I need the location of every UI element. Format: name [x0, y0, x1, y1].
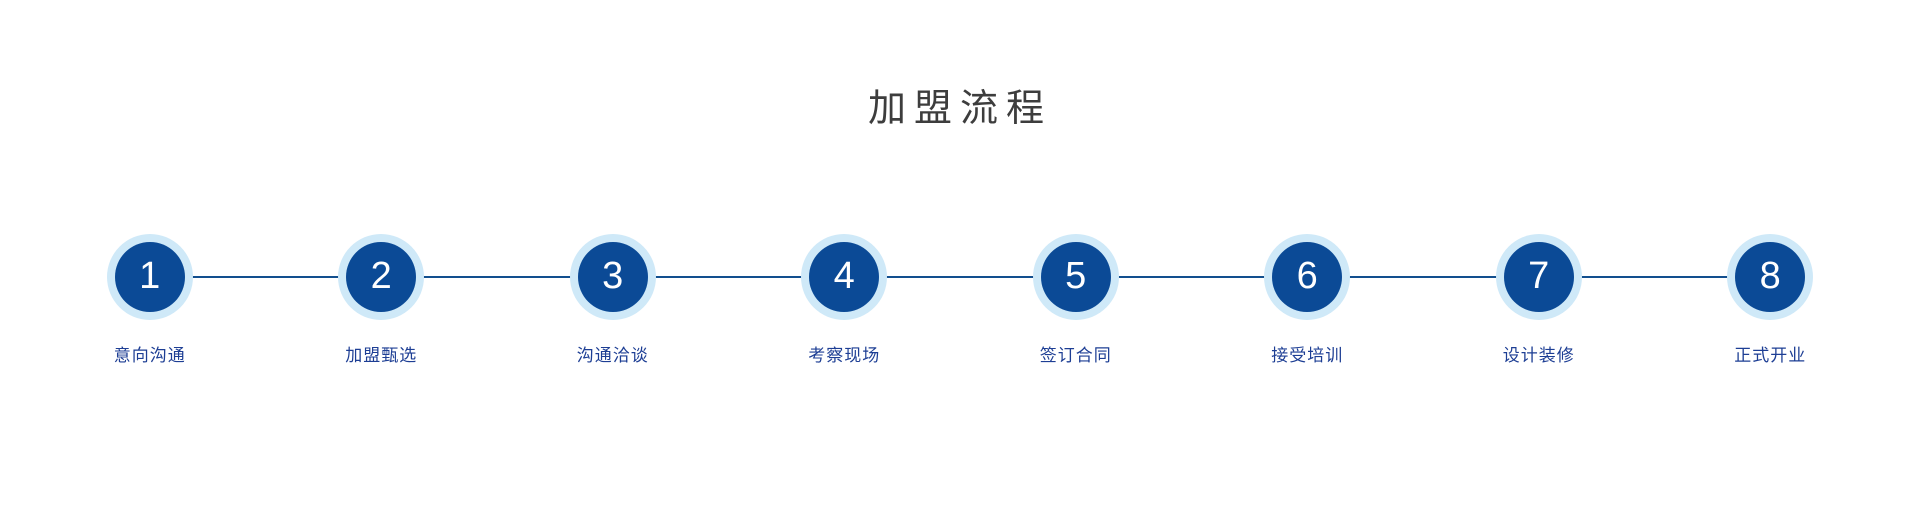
step-circle: 1: [114, 241, 185, 312]
process-step-3: 3 沟通洽谈: [497, 233, 729, 366]
step-label: 正式开业: [1734, 345, 1807, 365]
step-label: 接受培训: [1271, 345, 1344, 365]
process-step-1: 1 意向沟通: [34, 233, 266, 366]
step-number: 8: [1759, 254, 1781, 297]
step-circle-halo: 8: [1727, 233, 1814, 320]
step-label: 沟通洽谈: [576, 345, 649, 365]
step-circle: 4: [809, 241, 880, 312]
step-number: 1: [139, 254, 161, 297]
step-circle-halo: 7: [1495, 233, 1582, 320]
step-number: 5: [1065, 254, 1087, 297]
step-circle: 3: [577, 241, 648, 312]
step-label: 加盟甄选: [345, 345, 418, 365]
process-step-6: 6 接受培训: [1192, 233, 1424, 366]
step-label: 意向沟通: [113, 345, 186, 365]
step-number: 7: [1528, 254, 1550, 297]
step-circle-halo: 6: [1264, 233, 1351, 320]
step-circle: 6: [1272, 241, 1343, 312]
step-label: 考察现场: [808, 345, 881, 365]
step-circle: 8: [1735, 241, 1806, 312]
step-number: 2: [370, 254, 392, 297]
step-label: 设计装修: [1502, 345, 1575, 365]
step-number: 3: [602, 254, 624, 297]
step-circle-halo: 2: [338, 233, 425, 320]
step-label: 签订合同: [1039, 345, 1112, 365]
process-step-2: 2 加盟甄选: [266, 233, 498, 366]
step-number: 6: [1296, 254, 1318, 297]
connector-line: [150, 275, 1770, 278]
process-step-5: 5 签订合同: [960, 233, 1192, 366]
franchise-process-diagram: 加盟流程 1 意向沟通 2 加盟甄选: [0, 86, 1920, 509]
step-circle-halo: 4: [801, 233, 888, 320]
step-circle: 2: [346, 241, 417, 312]
step-circle-halo: 3: [569, 233, 656, 320]
step-circle-halo: 5: [1032, 233, 1119, 320]
steps-row: 1 意向沟通 2 加盟甄选 3 沟通洽谈: [34, 233, 1887, 366]
process-step-7: 7 设计装修: [1423, 233, 1655, 366]
step-circle-halo: 1: [106, 233, 193, 320]
process-step-8: 8 正式开业: [1655, 233, 1887, 366]
step-circle: 7: [1503, 241, 1574, 312]
page-title: 加盟流程: [867, 88, 1052, 130]
process-step-4: 4 考察现场: [729, 233, 961, 366]
step-circle: 5: [1040, 241, 1111, 312]
step-number: 4: [833, 254, 855, 297]
process-flow: 1 意向沟通 2 加盟甄选 3 沟通洽谈: [34, 233, 1887, 366]
